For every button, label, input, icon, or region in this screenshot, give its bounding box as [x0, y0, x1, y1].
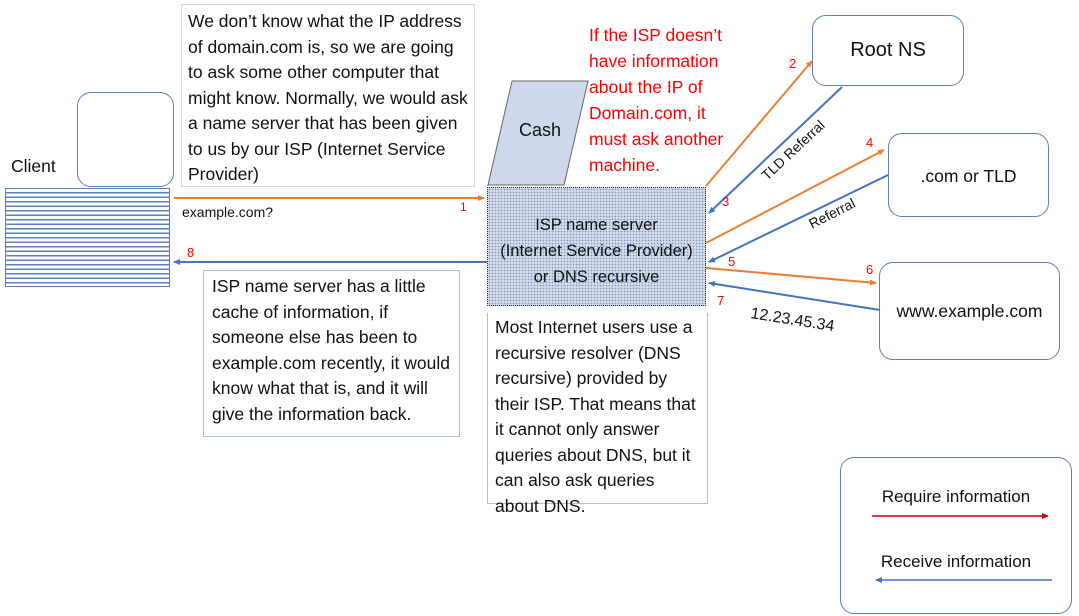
arrow-2-root-query: [705, 60, 813, 187]
web-server-box: www.example.com: [879, 262, 1060, 360]
step-1: 1: [460, 200, 467, 214]
arrow-7-ip-answer: [708, 280, 881, 311]
arrow-6-web-query: [705, 267, 877, 286]
intro-note: We don’t know what the IP address of dom…: [181, 4, 475, 187]
referral-label: Referral: [806, 195, 858, 232]
step-8: 8: [187, 245, 194, 260]
arrow-5-referral: [708, 174, 889, 263]
resolver-note: Most Internet users use a recursive reso…: [487, 313, 708, 516]
step-5: 5: [728, 254, 735, 269]
tld-referral-label: TLD Referral: [758, 117, 828, 183]
ip-answer-label: 12.23.45.34: [749, 305, 835, 335]
isp-server-box: ISP name server (Internet Service Provid…: [487, 187, 706, 306]
isp-note: If the ISP doesn’t have information abou…: [589, 25, 724, 175]
isp-server-line2: (Internet Service Provider): [500, 242, 693, 260]
tld-label: .com or TLD: [920, 166, 1017, 186]
step-7: 7: [717, 293, 724, 308]
cache-label: Cash: [519, 120, 562, 140]
arrow-4-tld-query: [705, 149, 885, 244]
cache-note: ISP name server has a little cache of in…: [203, 270, 460, 437]
cache-shape: [487, 80, 589, 186]
isp-server-line3: or DNS recursive: [533, 268, 660, 286]
root-ns-box: Root NS: [812, 15, 964, 86]
legend-require-label: Require information: [881, 487, 1031, 506]
web-server-label: www.example.com: [896, 301, 1043, 321]
tld-box: .com or TLD: [888, 133, 1049, 217]
step-3: 3: [722, 194, 729, 209]
client-monitor: [77, 92, 174, 187]
step-6: 6: [866, 262, 873, 277]
legend-box: Require information Receive information: [840, 457, 1072, 614]
arrow-3-tld-referral: [708, 86, 843, 214]
root-ns-label: Root NS: [850, 39, 926, 61]
step-4: 4: [866, 135, 873, 150]
client-label: Client: [11, 156, 56, 176]
legend-receive-label: Receive information: [880, 552, 1032, 571]
isp-server-line1: ISP name server: [535, 216, 658, 234]
client-keyboard: [5, 188, 170, 287]
step-2: 2: [789, 56, 796, 71]
query-label: example.com?: [182, 204, 274, 220]
